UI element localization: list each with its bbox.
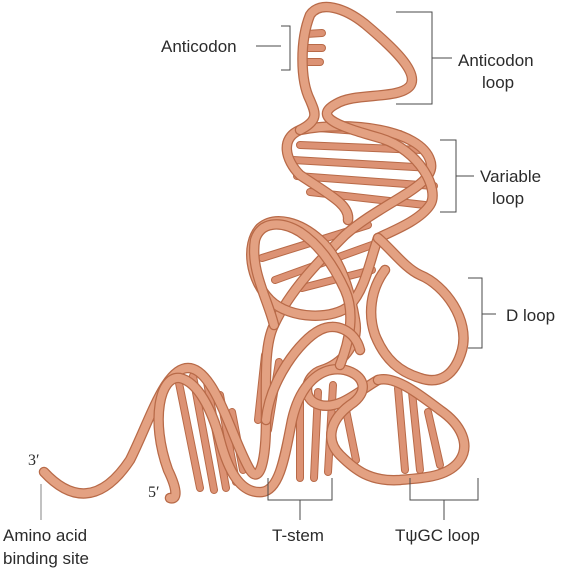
labels: Anticodon Anticodon loop Variable loop D… xyxy=(3,37,555,568)
label-anticodon-loop-line2: loop xyxy=(482,73,514,92)
label-anticodon-loop-line1: Anticodon xyxy=(458,51,534,70)
label-tpsigc-loop: TψGC loop xyxy=(395,526,480,545)
label-variable-loop-line2: loop xyxy=(492,189,524,208)
label-d-loop: D loop xyxy=(506,306,555,325)
label-amino-acid-line2: binding site xyxy=(3,549,89,568)
d-loop-bracket xyxy=(468,277,483,349)
label-variable-loop-line1: Variable xyxy=(480,167,541,186)
variable-loop-bracket xyxy=(440,139,457,213)
rna-strand xyxy=(38,1,470,504)
label-three-prime: 3′ xyxy=(28,452,40,469)
anticodon-bracket xyxy=(281,25,291,71)
label-t-stem: T-stem xyxy=(272,526,324,545)
annotation-brackets xyxy=(40,11,496,520)
label-anticodon: Anticodon xyxy=(161,37,237,56)
label-five-prime: 5′ xyxy=(148,484,160,501)
label-amino-acid-line1: Amino acid xyxy=(3,526,87,545)
